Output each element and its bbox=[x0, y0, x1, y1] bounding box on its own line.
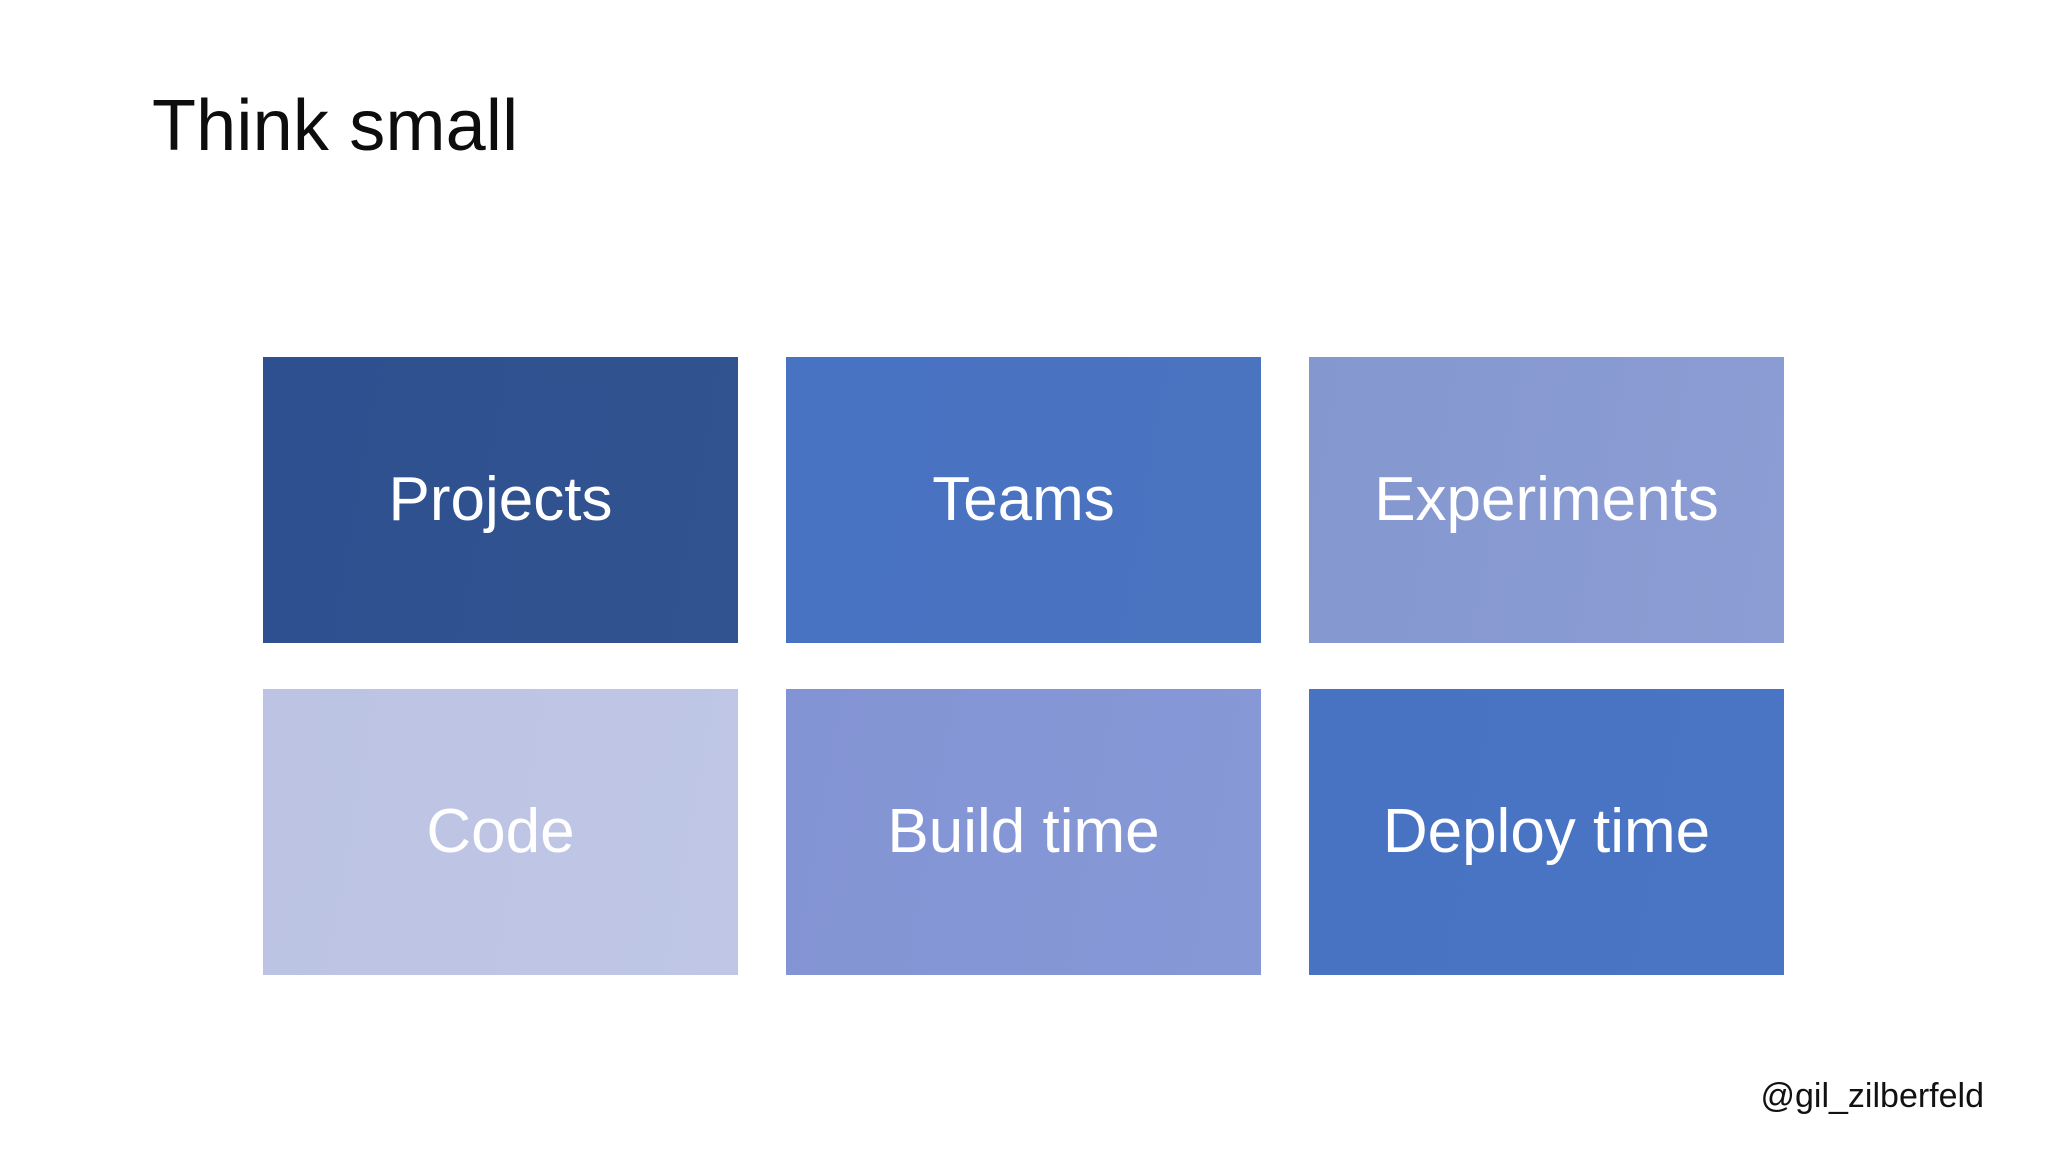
tile-projects[interactable]: Projects bbox=[263, 357, 738, 643]
tile-grid: Projects Teams Experiments Code Build ti… bbox=[263, 357, 1785, 975]
author-credit: @gil_zilberfeld bbox=[1760, 1077, 1984, 1115]
tile-code[interactable]: Code bbox=[263, 689, 738, 975]
tile-deploy-time[interactable]: Deploy time bbox=[1309, 689, 1784, 975]
tile-label: Projects bbox=[388, 465, 613, 534]
tile-teams[interactable]: Teams bbox=[786, 357, 1261, 643]
tile-label: Code bbox=[426, 797, 575, 866]
tile-label: Teams bbox=[932, 465, 1115, 534]
tile-experiments[interactable]: Experiments bbox=[1309, 357, 1784, 643]
tile-label: Experiments bbox=[1374, 465, 1719, 534]
page-title: Think small bbox=[152, 86, 519, 166]
tile-label: Deploy time bbox=[1382, 797, 1711, 866]
tile-label: Build time bbox=[887, 797, 1160, 866]
tile-build-time[interactable]: Build time bbox=[786, 689, 1261, 975]
